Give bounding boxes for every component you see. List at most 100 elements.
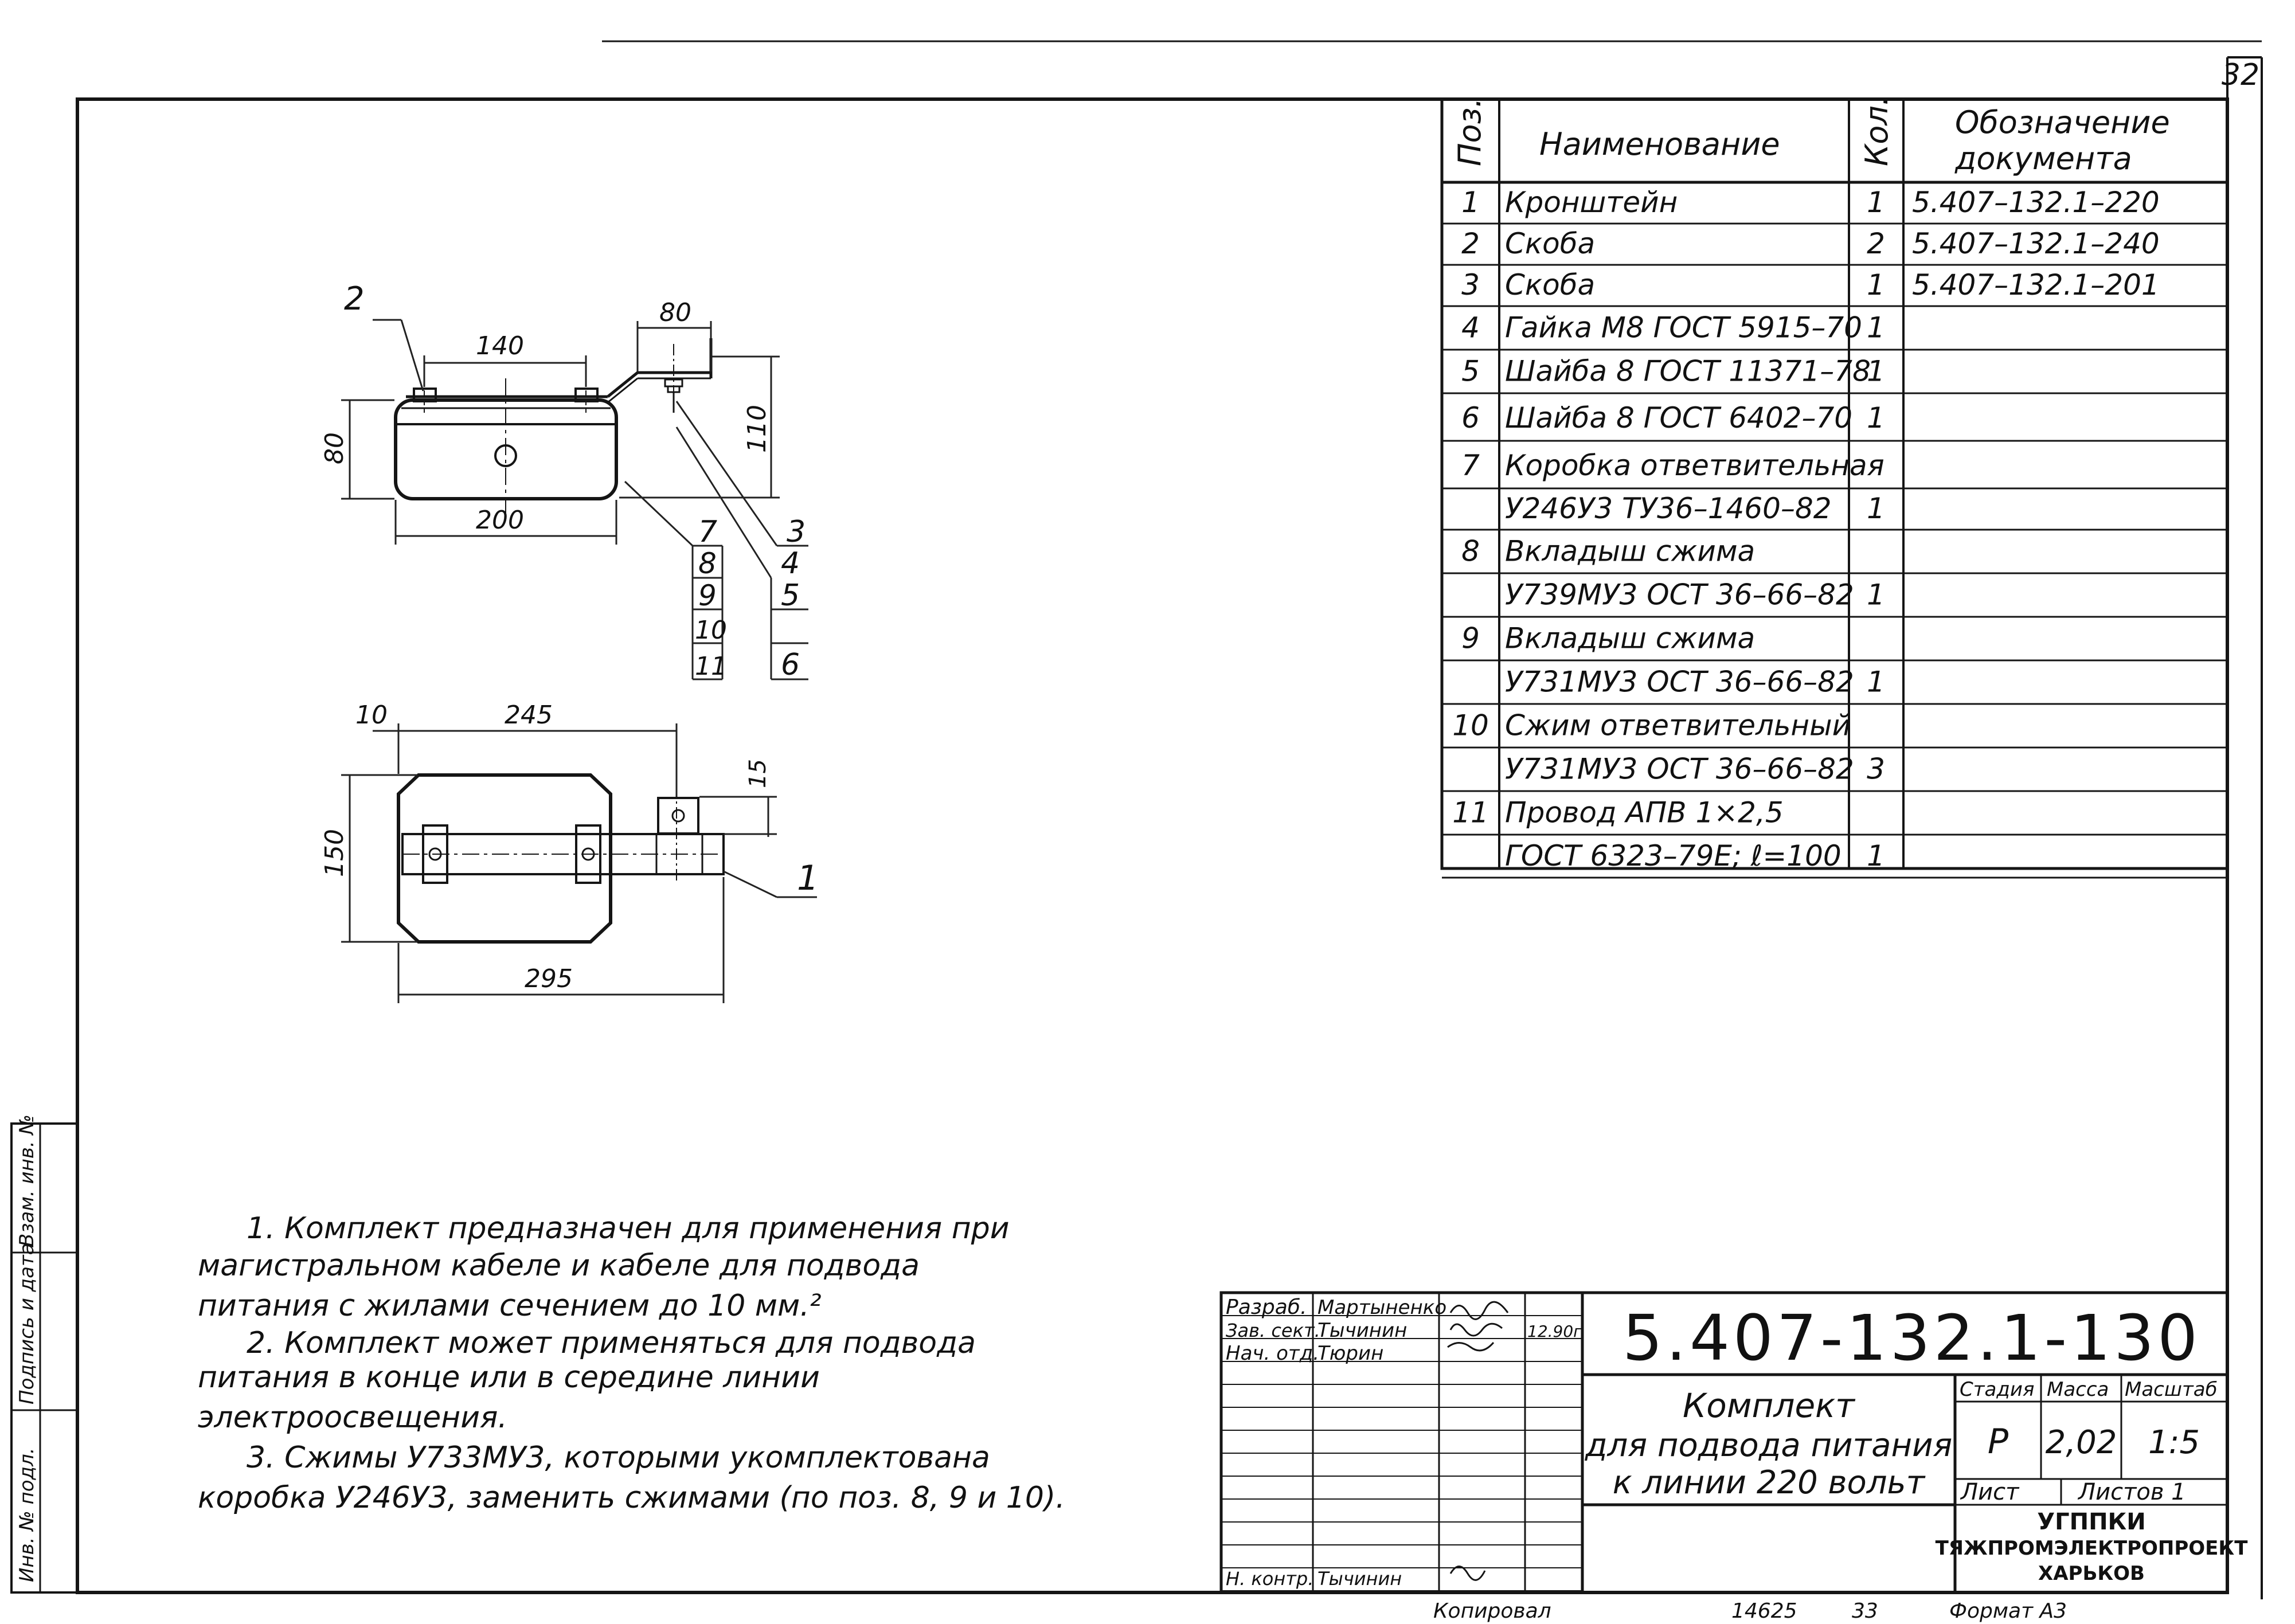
callout-2: 2 [344, 280, 365, 318]
sheet-label: Лист [1960, 1479, 2020, 1505]
tb-bottom-role: Н. контр. [1226, 1568, 1313, 1590]
spec-row-name: Шайба 8 ГОСТ 6402–70 [1505, 401, 1852, 435]
mass-value: 2,02 [2046, 1424, 2117, 1461]
dim-15: 15 [745, 759, 771, 788]
tb-name-3: Тюрин [1317, 1342, 1383, 1365]
org-line-1: УГППКИ [2037, 1509, 2145, 1535]
scale-label: Масштаб [2125, 1378, 2218, 1401]
spec-table [1440, 97, 2229, 879]
spec-row-qty: 3 [1867, 753, 1885, 786]
spec-row-qty: 2 [1867, 227, 1885, 260]
spec-row-doc: 5.407–132.1–201 [1912, 268, 2160, 302]
spec-row-pos: 11 [1452, 796, 1489, 829]
note-line: 1. Комплект предназначен для применения … [247, 1211, 1010, 1246]
callout-8: 8 [698, 547, 717, 580]
note-line: электроосвещения. [198, 1400, 507, 1435]
title-block [1219, 1291, 2229, 1594]
spec-row-qty: 1 [1867, 355, 1885, 388]
note-line: питания в конце или в середине линии [198, 1360, 820, 1395]
org-line-3: ХАРЬКОВ [2038, 1562, 2145, 1585]
spec-row-pos: 4 [1461, 311, 1480, 345]
spec-row-pos: 7 [1461, 449, 1480, 482]
title-line-3: к линии 220 вольт [1613, 1464, 1926, 1501]
spec-row-name: У731МУ3 ОСТ 36–66–82 [1505, 753, 1854, 786]
spec-row-name: У731МУ3 ОСТ 36–66–82 [1505, 666, 1854, 699]
stamp-sign-date: Подпись и дата [15, 1243, 38, 1404]
spec-row-qty: 1 [1867, 401, 1885, 435]
tb-name-2: Тычинин [1317, 1319, 1407, 1342]
spec-header-qty: Кол. [1859, 96, 1895, 166]
stamp-replace-inv: Взам. инв. № [15, 1114, 38, 1247]
spec-row-pos: 2 [1461, 227, 1480, 260]
callout-6: 6 [781, 648, 800, 682]
stage-label: Стадия [1960, 1378, 2034, 1401]
spec-row-pos: 8 [1461, 535, 1480, 568]
spec-row-name: У739МУ3 ОСТ 36–66–82 [1505, 578, 1854, 612]
spec-row-pos: 9 [1461, 622, 1480, 655]
spec-row-qty: 1 [1867, 666, 1885, 699]
dim-80-width: 80 [659, 298, 691, 327]
spec-row-qty: 1 [1867, 311, 1885, 345]
spec-row-pos: 3 [1461, 268, 1480, 302]
note-line: магистральном кабеле и кабеле для подвод… [198, 1249, 920, 1283]
spec-row-qty: 1 [1867, 578, 1885, 612]
tb-bottom-name: Тычинин [1317, 1568, 1402, 1590]
callout-10: 10 [695, 616, 727, 645]
spec-row-doc: 5.407–132.1–240 [1912, 227, 2160, 260]
spec-header-doc-1: Обозначение [1955, 104, 2170, 140]
dim-200: 200 [476, 506, 524, 535]
spec-row-name: Скоба [1505, 227, 1595, 260]
spec-row-name: Гайка М8 ГОСТ 5915–70 [1505, 311, 1862, 345]
note-line: коробка У246У3, заменить сжимами (по поз… [198, 1481, 1065, 1515]
dim-10: 10 [355, 701, 388, 730]
callout-9: 9 [698, 579, 717, 612]
notes-block: 1. Комплект предназначен для применения … [198, 1211, 1065, 1515]
stamp-inv-original: Инв. № подл. [15, 1447, 38, 1582]
stage-value: Р [1988, 1422, 2009, 1462]
dim-245: 245 [505, 701, 553, 730]
dim-150: 150 [320, 829, 349, 877]
top-view [341, 723, 817, 1003]
note-line: 3. Сжимы У733МУ3, которыми укомплектован… [247, 1441, 990, 1475]
document-code: 5.407-132.1-130 [1622, 1301, 2201, 1375]
spec-row-pos: 10 [1452, 709, 1489, 742]
footer-page: 33 [1852, 1599, 1878, 1623]
callout-5: 5 [781, 578, 800, 613]
spec-row-pos: 5 [1461, 355, 1480, 388]
spec-row-doc: 5.407–132.1–220 [1912, 186, 2160, 219]
callout-7: 7 [698, 515, 717, 549]
spec-row-name: Вкладыш сжима [1505, 622, 1755, 655]
callout-3: 3 [787, 515, 806, 549]
title-line-1: Комплект [1683, 1386, 1856, 1425]
sheets-count: Листов 1 [2077, 1479, 2186, 1505]
spec-row-name: Скоба [1505, 268, 1595, 302]
tb-name-1: Мартыненко [1317, 1296, 1446, 1319]
spec-row-pos: 1 [1461, 186, 1480, 219]
spec-row-name: Вкладыш сжима [1505, 535, 1755, 568]
callout-11: 11 [695, 652, 727, 681]
spec-row-qty: 1 [1867, 268, 1885, 302]
dim-110: 110 [742, 405, 772, 453]
spec-row-pos: 6 [1461, 401, 1480, 435]
dim-140: 140 [476, 331, 524, 361]
mass-label: Масса [2047, 1378, 2109, 1401]
side-stamp [10, 1122, 79, 1594]
footer-format: Формат А3 [1949, 1599, 2067, 1623]
footer-copied: Копировал [1433, 1599, 1551, 1623]
note-line: питания с жилами сечением до 10 мм.² [198, 1289, 822, 1323]
spec-row-qty: 1 [1867, 492, 1885, 525]
tb-role-3: Нач. отд. [1226, 1342, 1319, 1365]
tb-date: 12.90г [1527, 1322, 1582, 1341]
tb-role-2: Зав. сект. [1226, 1320, 1320, 1341]
footer-number: 14625 [1731, 1599, 1797, 1623]
spec-row-name: Шайба 8 ГОСТ 11371–78 [1505, 355, 1871, 388]
spec-row-qty: 1 [1867, 839, 1885, 872]
callout-4: 4 [781, 546, 800, 581]
scale-value: 1:5 [2148, 1424, 2200, 1461]
dim-80-height: 80 [320, 432, 349, 464]
spec-row-qty: 1 [1867, 186, 1885, 219]
spec-header-name: Наименование [1539, 126, 1780, 162]
front-view [341, 319, 808, 680]
